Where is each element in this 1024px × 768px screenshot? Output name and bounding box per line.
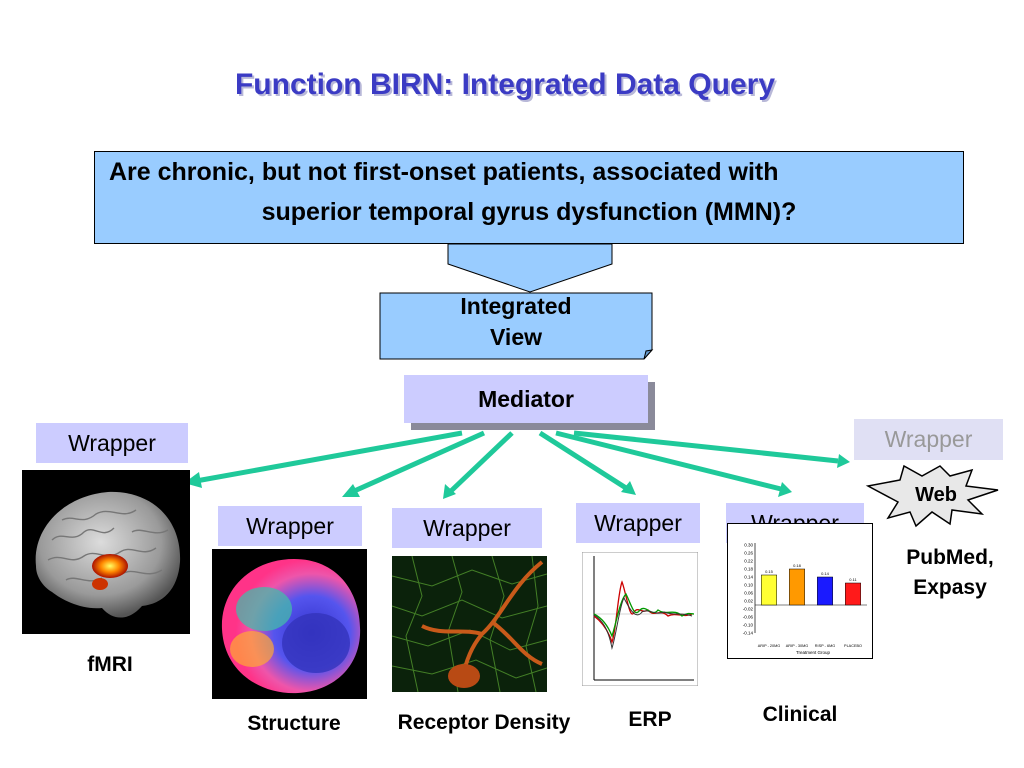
- caption-web: PubMed, Expasy: [886, 543, 1014, 603]
- x-category-label: PLACEBO: [844, 644, 862, 648]
- y-tick-label: -0.14: [743, 631, 754, 636]
- y-tick-label: 0.22: [744, 559, 753, 564]
- y-tick-label: 0.02: [744, 599, 753, 604]
- wrapper-erp: Wrapper: [576, 503, 700, 543]
- chart-bars: 0.15 0.18 0.14 0.11: [761, 563, 861, 606]
- bar-data-label: 0.14: [821, 571, 830, 576]
- chart-xlabel: Treatment Group: [796, 650, 831, 655]
- wrapper-receptor: Wrapper: [392, 508, 542, 548]
- receptor-density-image: [392, 556, 547, 692]
- mediator-box: Mediator: [404, 375, 648, 423]
- y-tick-label: 0.10: [744, 583, 753, 588]
- arrow-to-web: [573, 430, 839, 464]
- web-label: Web: [915, 484, 957, 506]
- y-tick-label: 0.30: [744, 543, 753, 548]
- caption-structure: Structure: [247, 712, 341, 735]
- bar-data-label: 0.18: [793, 563, 802, 568]
- erp-waveform-image: [582, 552, 698, 686]
- caption-web-line-2: Expasy: [913, 576, 987, 599]
- y-tick-label: 0.18: [744, 567, 753, 572]
- question-line-2: superior temporal gyrus dysfunction (MMN…: [261, 198, 797, 226]
- down-arrow-shape: [447, 243, 613, 293]
- y-tick-label: -0.06: [743, 615, 754, 620]
- arrow-to-receptor: [449, 431, 514, 493]
- arrow-to-clinical: [555, 430, 782, 492]
- x-category-label: ARIP - 30MG: [786, 644, 809, 648]
- wrapper-web: Wrapper: [854, 419, 1003, 460]
- y-tick-label: 0.06: [744, 591, 753, 596]
- structure-brain-image: [212, 549, 367, 699]
- wrapper-fmri: Wrapper: [36, 423, 188, 463]
- bar: [761, 574, 777, 606]
- x-category-label: RISP - 6MG: [815, 644, 835, 648]
- caption-receptor-density: Receptor Density: [397, 711, 571, 734]
- chart-x-categories: ARIP - 20MG ARIP - 30MG RISP - 6MG PLACEBO: [758, 644, 862, 648]
- integrated-view-line-1: Integrated: [460, 293, 572, 319]
- arrow-to-structure: [350, 430, 486, 495]
- caption-erp: ERP: [628, 708, 672, 731]
- bar: [789, 568, 805, 606]
- bar: [817, 576, 833, 606]
- arrow-to-fmri: [195, 430, 463, 484]
- bar: [845, 582, 861, 606]
- caption-fmri: fMRI: [87, 653, 133, 676]
- bar-data-label: 0.11: [849, 577, 857, 582]
- caption-clinical: Clinical: [762, 703, 838, 726]
- question-line-1: Are chronic, but not first-onset patient…: [109, 158, 779, 186]
- integrated-view-fold: [643, 349, 654, 360]
- integrated-view-label: Integrated View: [380, 291, 652, 353]
- clinical-bar-chart: 0.30 0.26 0.22 0.18 0.14 0.10 0.06 0.02 -0.02 -0.…: [727, 523, 873, 659]
- y-tick-label: 0.26: [744, 551, 753, 556]
- web-starburst: [865, 464, 999, 528]
- y-tick-label: -0.02: [743, 607, 754, 612]
- bar-data-label: 0.15: [765, 569, 774, 574]
- integrated-view-line-2: View: [490, 324, 542, 350]
- caption-web-line-1: PubMed,: [906, 546, 994, 569]
- query-question-box: Are chronic, but not first-onset patient…: [94, 151, 964, 244]
- y-tick-label: 0.14: [744, 575, 753, 580]
- arrow-to-erp: [538, 430, 628, 491]
- connector-arrows: [195, 430, 839, 495]
- x-category-label: ARIP - 20MG: [758, 644, 781, 648]
- slide-title: Function BIRN: Integrated Data Query: [234, 68, 776, 101]
- wrapper-structure: Wrapper: [218, 506, 362, 546]
- fmri-brain-image: [22, 470, 190, 634]
- y-tick-label: -0.10: [743, 623, 754, 628]
